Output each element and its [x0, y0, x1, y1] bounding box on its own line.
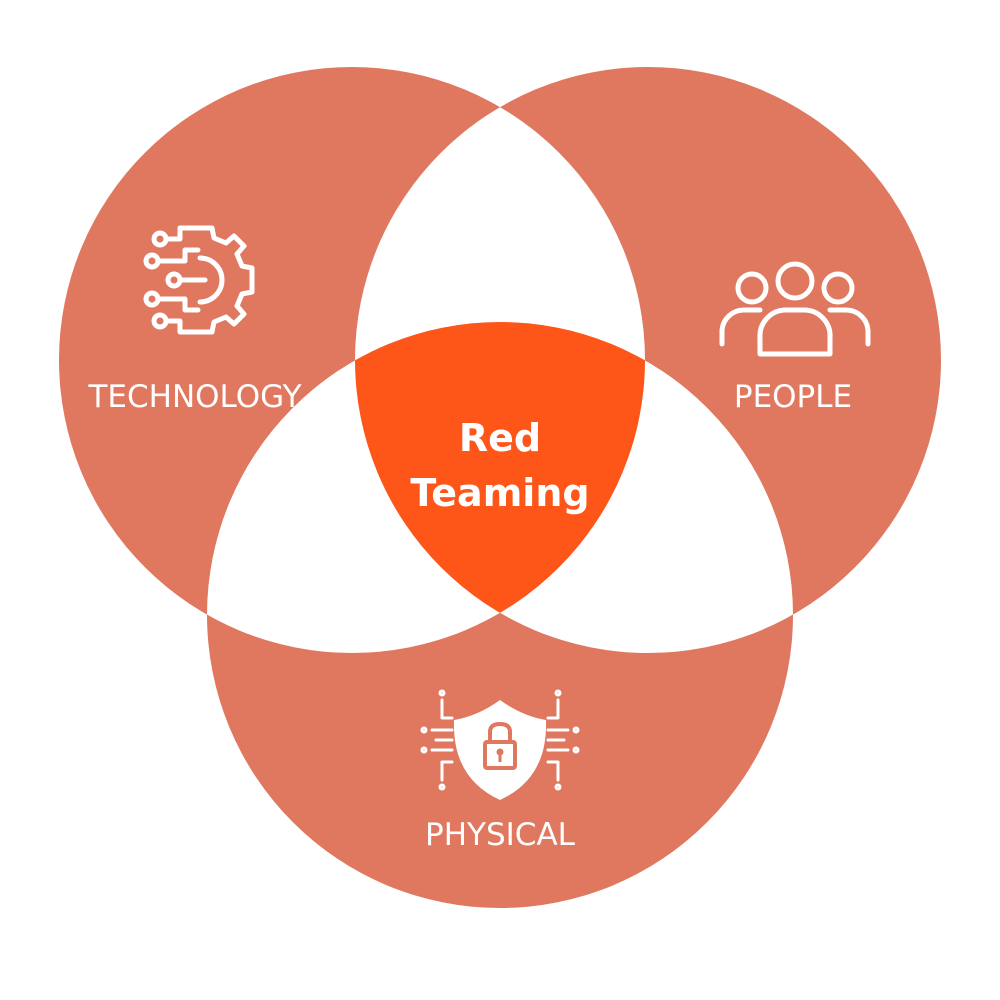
physical-label: PHYSICAL [425, 817, 576, 853]
gear-circuit-icon [143, 225, 255, 335]
center-label-line1: Red [459, 416, 541, 460]
people-label: PEOPLE [734, 379, 852, 415]
center-label-line2: Teaming [410, 471, 589, 515]
shield-lock-icon [420, 689, 580, 800]
people-group-icon [719, 261, 871, 357]
technology-label: TECHNOLOGY [87, 379, 301, 415]
